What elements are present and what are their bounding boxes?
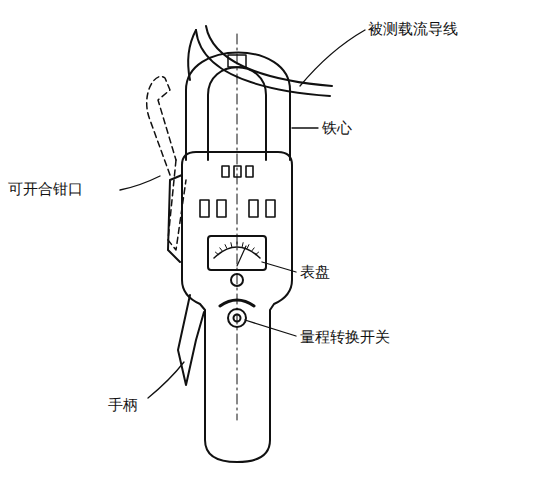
dial-tick [252, 248, 254, 251]
dial-tick [247, 245, 249, 249]
dial-tick [230, 243, 232, 247]
meter-body [182, 152, 292, 462]
dial-label: 表盘 [300, 263, 330, 281]
dial-tick [255, 252, 258, 255]
core-label: 铁心 [322, 119, 352, 137]
wire [196, 30, 330, 96]
wire-label: 被测载流导线 [368, 20, 458, 38]
switch-label: 量程转换开关 [300, 328, 390, 346]
open-jaw [147, 76, 176, 175]
dial-tick [237, 242, 238, 246]
wire [206, 26, 332, 86]
center-line [237, 34, 238, 420]
trigger-handle [178, 295, 204, 385]
jaw-joint [228, 55, 246, 67]
dial-tick [220, 248, 222, 251]
dial-tick [215, 252, 218, 255]
handle-label: 手柄 [108, 396, 138, 414]
dial-tick [225, 245, 227, 249]
jaw-lever [168, 175, 182, 262]
jaw-label: 可开合钳口 [8, 180, 83, 198]
dial-tick [242, 243, 244, 247]
iron-core-inner [208, 67, 266, 160]
dial [208, 236, 266, 270]
open-jaw-lever [168, 160, 186, 250]
zero-adjust [231, 274, 243, 286]
range-switch [228, 309, 246, 327]
iron-core-outer [186, 53, 290, 161]
